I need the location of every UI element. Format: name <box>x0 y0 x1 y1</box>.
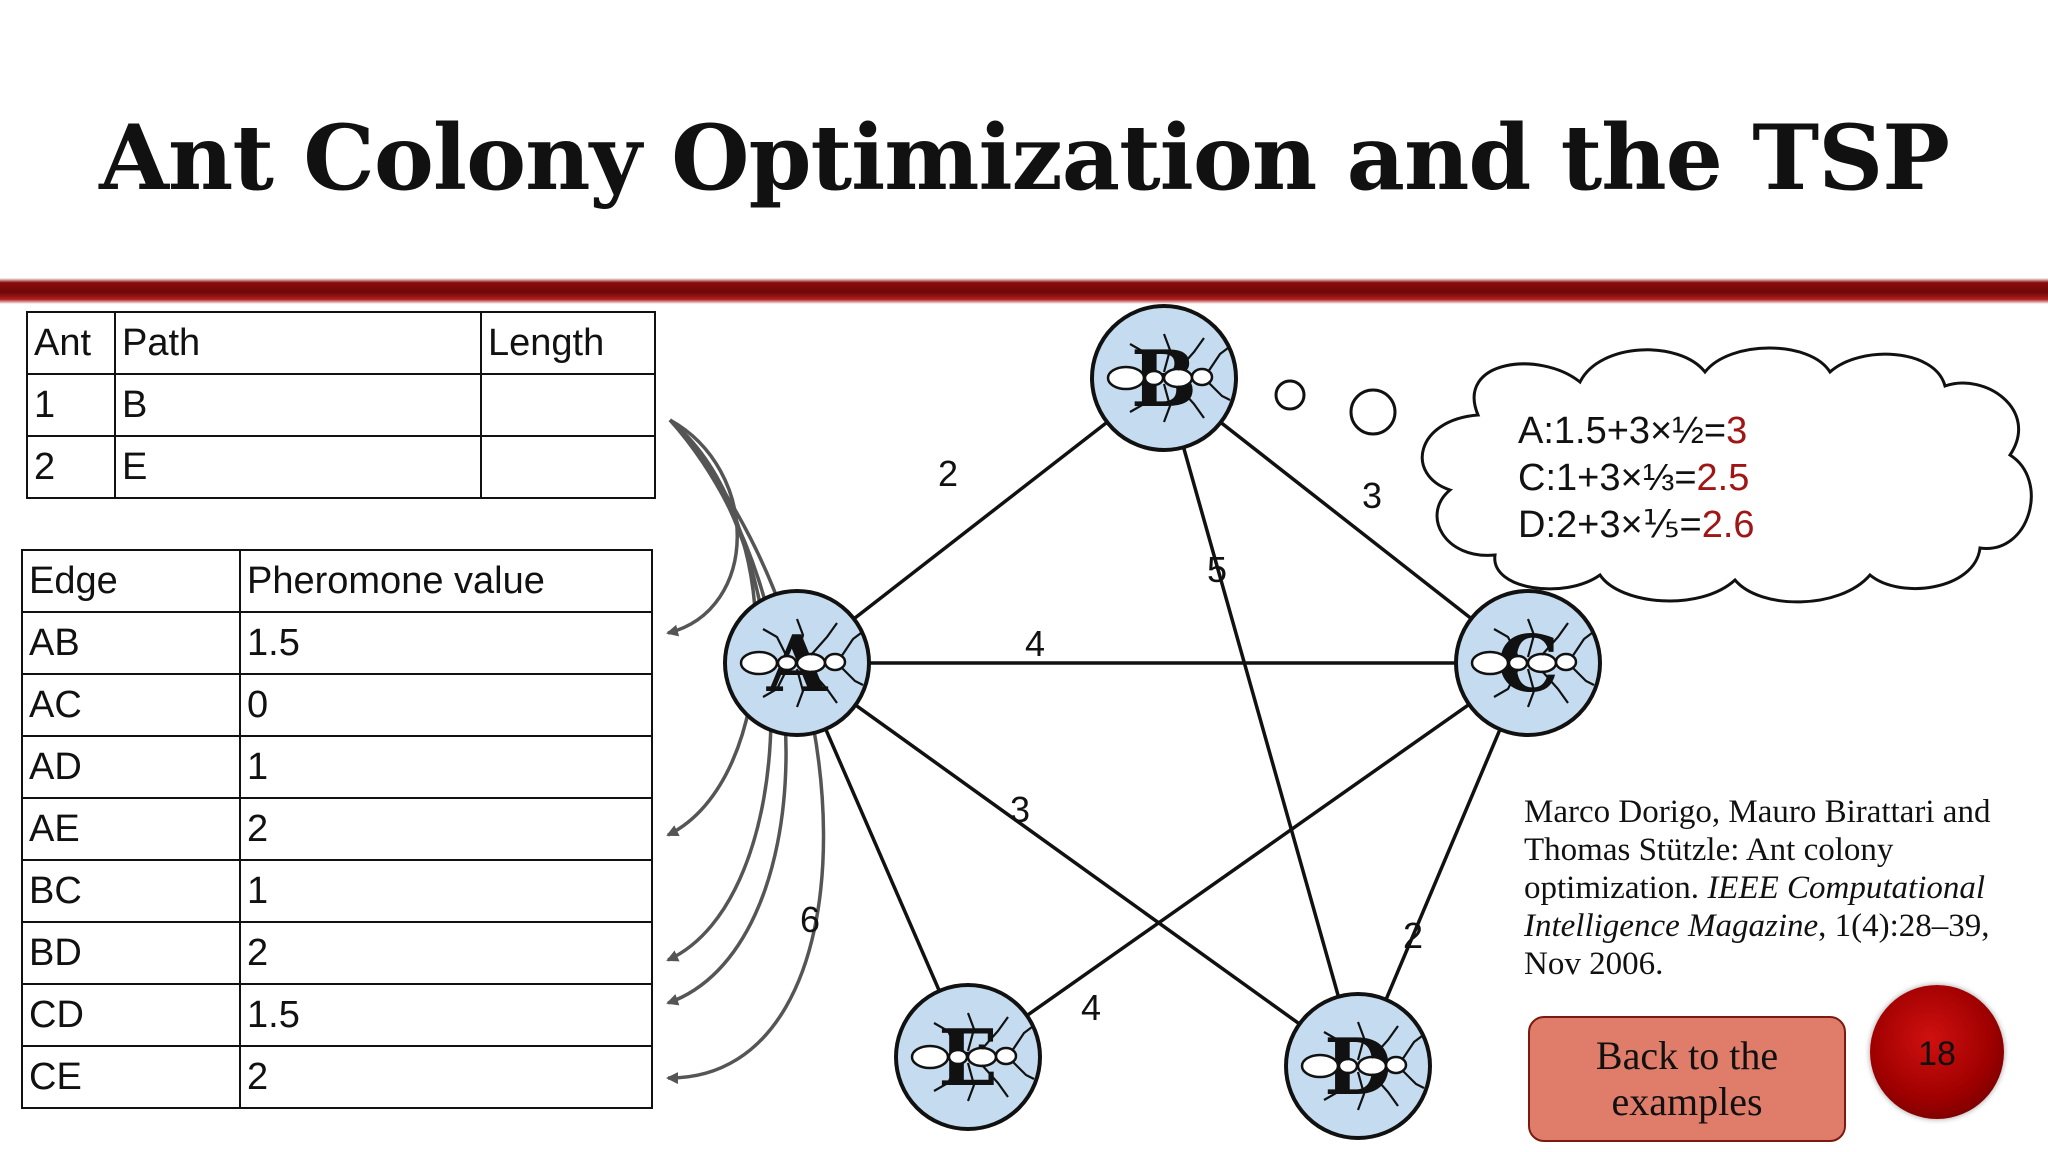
citation-journal: IEEE Computational Intelligence Magazine <box>1524 870 1986 944</box>
edge-cell: AD <box>21 735 241 799</box>
update-arrows <box>666 418 826 1085</box>
citation-authors: Marco Dorigo, Mauro Birattari and Thomas… <box>1524 794 1991 906</box>
edge-cell: AB <box>21 611 241 675</box>
edge-weight-ad: 3 <box>1010 789 1030 830</box>
pheromone-cell: 2 <box>239 797 653 861</box>
edge-weight-labels: 2 3 5 4 3 6 4 2 <box>800 453 1423 1028</box>
arrow-to-ce <box>666 418 826 1085</box>
edge-cell: CD <box>21 983 241 1047</box>
thought-result: 3 <box>1726 410 1748 452</box>
thought-expression: D:2+3×⅕= <box>1518 504 1702 546</box>
pheromone-header: Pheromone value <box>239 549 653 613</box>
arrow-to-cd <box>666 418 788 1006</box>
path-cell: E <box>114 435 482 499</box>
node-e: E <box>894 983 1042 1131</box>
slide-title: Ant Colony Optimization and the TSP <box>99 105 1950 211</box>
edge-bd <box>1162 377 1360 1067</box>
citation: Marco Dorigo, Mauro Birattari and Thomas… <box>1524 793 2024 983</box>
ant-header: Ant <box>26 311 116 375</box>
pheromone-cell: 1 <box>239 859 653 923</box>
node-c: C <box>1454 589 1602 737</box>
thought-cloud <box>1274 346 2033 604</box>
node-a: A <box>723 589 871 737</box>
edge-header: Edge <box>21 549 241 613</box>
table-row: 2 E <box>26 435 656 499</box>
edge-ad <box>795 661 1360 1068</box>
pheromone-cell: 1.5 <box>239 983 653 1047</box>
length-cell <box>480 373 656 437</box>
ant-path-table: Ant Path Length 1 B 2 E <box>26 311 656 499</box>
table-row: Edge Pheromone value <box>21 549 653 613</box>
edge-weight-ac: 4 <box>1025 623 1045 664</box>
pheromone-cell: 2 <box>239 921 653 985</box>
edge-bc <box>1162 376 1530 665</box>
edge-cell: BC <box>21 859 241 923</box>
thought-result: 2.6 <box>1701 504 1755 546</box>
edge-ab <box>795 376 1166 665</box>
edge-weight-bd: 5 <box>1207 549 1227 590</box>
table-row: Ant Path Length <box>26 311 656 375</box>
edge-cell: CE <box>21 1045 241 1109</box>
edge-weight-ab: 2 <box>938 453 958 494</box>
edge-weight-ae: 6 <box>800 899 820 940</box>
edge-cell: AE <box>21 797 241 861</box>
nodes-layer: A B C D E <box>723 304 1602 1140</box>
thought-text: A:1.5+3×½=3 C:1+3×⅓=2.5 D:2+3×⅕=2.6 <box>1518 408 1755 549</box>
thought-expression: C:1+3×⅓= <box>1518 457 1697 499</box>
thought-expression: A:1.5+3×½= <box>1518 410 1727 452</box>
ant-cell: 2 <box>26 435 116 499</box>
thought-line-c: C:1+3×⅓=2.5 <box>1518 455 1755 502</box>
edge-cell: AC <box>21 673 241 737</box>
back-button-label: Back to the examples <box>1596 1033 1778 1125</box>
edge-weight-ce: 4 <box>1081 987 1101 1028</box>
pheromone-cell: 1.5 <box>239 611 653 675</box>
edge-weight-bc: 3 <box>1362 475 1382 516</box>
node-d: D <box>1284 992 1432 1140</box>
thought-cloud-shape <box>1420 346 2033 604</box>
pheromone-cell: 0 <box>239 673 653 737</box>
edge-weight-cd: 2 <box>1403 915 1423 956</box>
path-header: Path <box>114 311 482 375</box>
back-to-examples-button[interactable]: Back to the examples <box>1528 1016 1846 1142</box>
path-cell: B <box>114 373 482 437</box>
citation-details: , 1(4):28–39, Nov 2006. <box>1524 908 1990 982</box>
edges-layer <box>795 376 1530 1068</box>
node-b: B <box>1090 304 1238 452</box>
thought-line-d: D:2+3×⅕=2.6 <box>1518 502 1755 549</box>
table-row: 1 B <box>26 373 656 437</box>
back-button-label-line2: examples <box>1611 1079 1763 1124</box>
edge-ce <box>966 661 1530 1059</box>
title-divider <box>0 278 2048 304</box>
pheromone-cell: 1 <box>239 735 653 799</box>
thought-bubble-medium <box>1349 388 1397 436</box>
ant-cell: 1 <box>26 373 116 437</box>
arrow-to-ab <box>666 418 739 637</box>
thought-bubble-small <box>1274 379 1306 411</box>
page-number: 18 <box>1918 1035 1956 1073</box>
thought-line-a: A:1.5+3×½=3 <box>1518 408 1755 455</box>
edge-cell: BD <box>21 921 241 985</box>
back-button-label-line1: Back to the <box>1595 1033 1779 1078</box>
length-cell <box>480 435 656 499</box>
pheromone-cell: 2 <box>239 1045 653 1109</box>
page-number-badge: 18 <box>1870 985 2004 1119</box>
length-header: Length <box>480 311 656 375</box>
thought-result: 2.5 <box>1696 457 1750 499</box>
